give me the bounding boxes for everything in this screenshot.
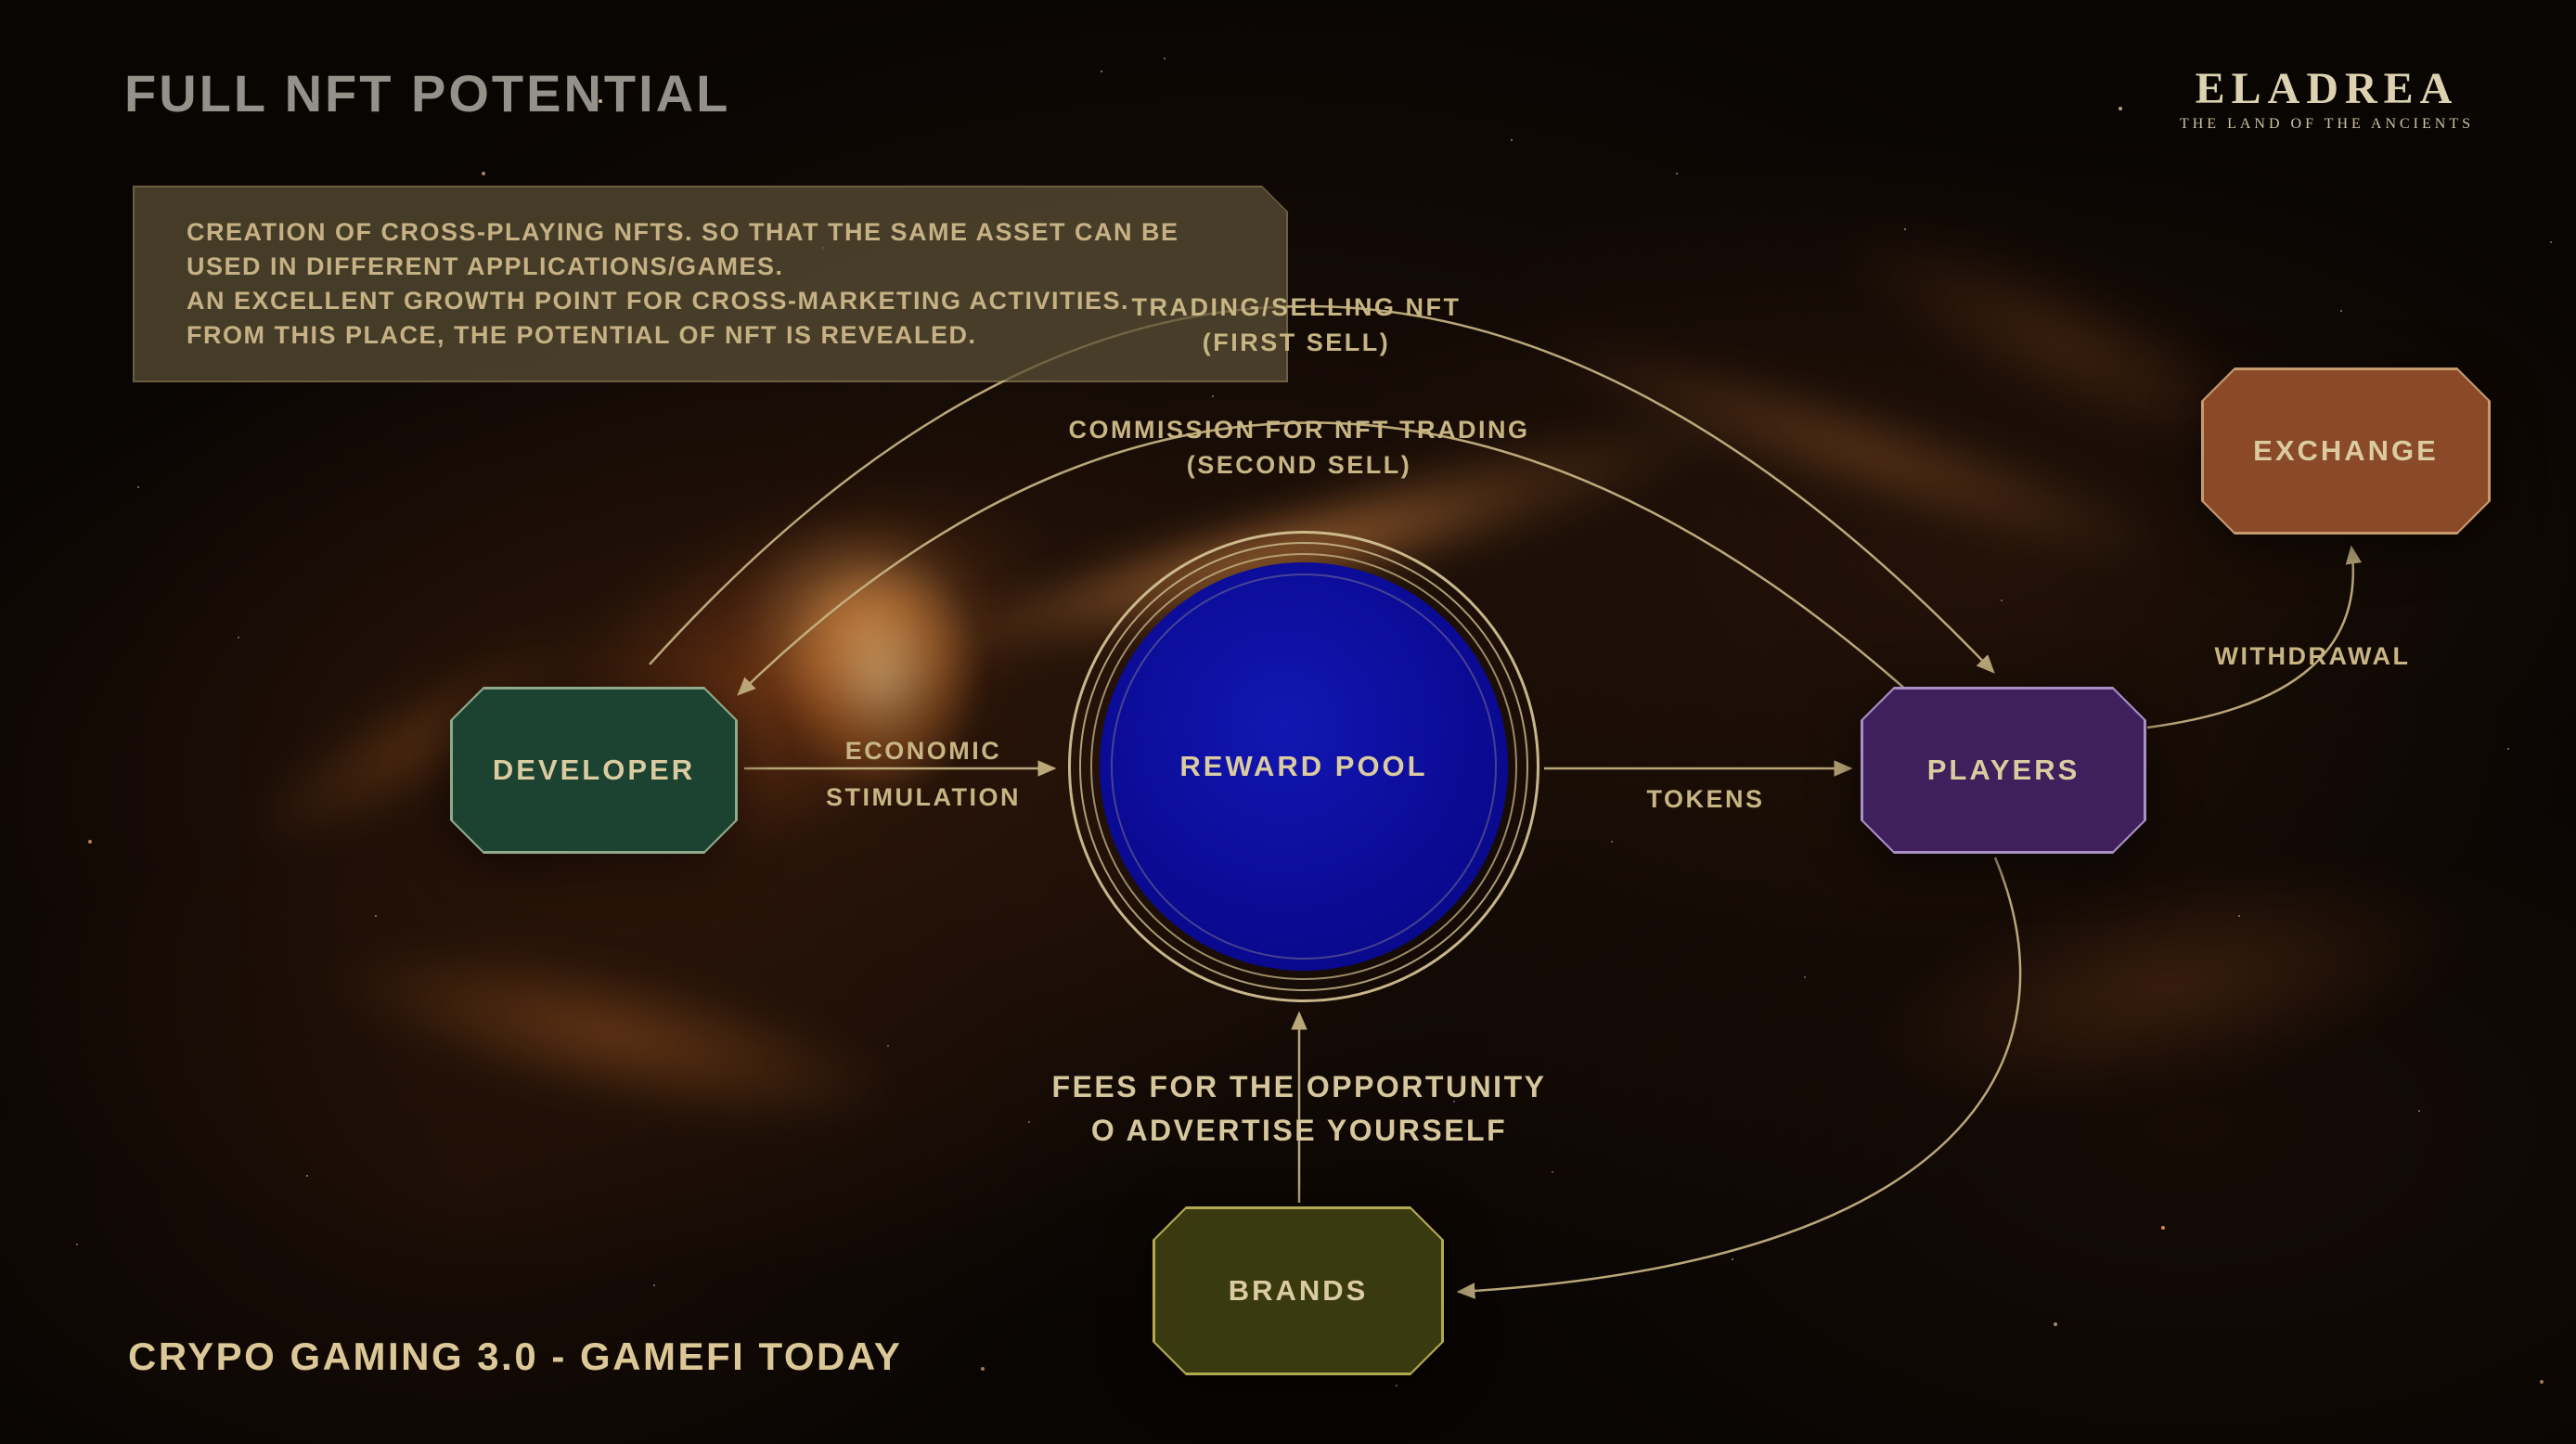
edge-label-line: (SECOND SELL)	[1186, 451, 1412, 479]
node-exchange-body: EXCHANGE	[2204, 370, 2488, 532]
node-label: EXCHANGE	[2253, 434, 2439, 467]
info-line: FROM THIS PLACE, THE POTENTIAL OF NFT IS…	[187, 321, 977, 349]
edge-label-economic-stimulation: ECONOMIC STIMULATION	[826, 728, 1021, 820]
edge-label-tokens: TOKENS	[1646, 785, 1765, 813]
edge-label-line: (FIRST SELL)	[1202, 329, 1391, 356]
footer-caption: CRYPO GAMING 3.0 - GAMEFI TODAY	[128, 1334, 903, 1378]
node-players: PLAYERS	[1861, 687, 2146, 854]
info-line: AN EXCELLENT GROWTH POINT FOR CROSS-MARK…	[187, 287, 1129, 315]
edge-label-fees: FEES FOR THE OPPORTUNITY O ADVERTISE YOU…	[1052, 1065, 1547, 1153]
node-label: DEVELOPER	[492, 754, 696, 786]
reward-pool-inner-ring	[1111, 574, 1497, 960]
info-box-body: CREATION OF CROSS-PLAYING NFTS. SO THAT …	[135, 187, 1286, 380]
info-line: USED IN DIFFERENT APPLICATIONS/GAMES.	[187, 252, 784, 280]
edge-label-second-sell: COMMISSION FOR NFT TRADING (SECOND SELL)	[1069, 412, 1530, 483]
logo-subtitle: THE LAND OF THE ANCIENTS	[2179, 116, 2474, 132]
node-brands: BRANDS	[1153, 1206, 1444, 1375]
logo-wordmark: ELADREA	[2195, 64, 2459, 113]
edge-label-line: TRADING/SELLING NFT	[1131, 293, 1462, 321]
edge-label-line: ECONOMIC	[844, 737, 1002, 765]
info-box: CREATION OF CROSS-PLAYING NFTS. SO THAT …	[133, 186, 1288, 382]
arrow-players-to-exchange	[2146, 545, 2363, 729]
edge-label-withdrawal: WITHDRAWAL	[2214, 642, 2411, 670]
node-developer-body: DEVELOPER	[453, 690, 735, 851]
page-title: FULL NFT POTENTIAL	[124, 64, 731, 122]
brand-logo: ELADREA THE LAND OF THE ANCIENTS	[2180, 63, 2474, 133]
edge-label-line: FEES FOR THE OPPORTUNITY	[1051, 1070, 1547, 1103]
node-brands-body: BRANDS	[1155, 1209, 1441, 1373]
edge-label-line: STIMULATION	[826, 783, 1021, 811]
node-developer: DEVELOPER	[450, 687, 738, 854]
edge-label-first-sell: TRADING/SELLING NFT (FIRST SELL)	[1132, 290, 1462, 360]
info-line: CREATION OF CROSS-PLAYING NFTS. SO THAT …	[187, 218, 1179, 246]
node-label: PLAYERS	[1926, 754, 2080, 786]
node-players-body: PLAYERS	[1863, 690, 2144, 851]
node-reward-pool: REWARD POOL	[1068, 531, 1539, 1002]
edge-label-line: COMMISSION FOR NFT TRADING	[1068, 416, 1530, 444]
node-exchange: EXCHANGE	[2201, 367, 2491, 535]
edge-label-line: O ADVERTISE YOURSELF	[1090, 1114, 1508, 1147]
node-label: BRANDS	[1228, 1274, 1369, 1307]
